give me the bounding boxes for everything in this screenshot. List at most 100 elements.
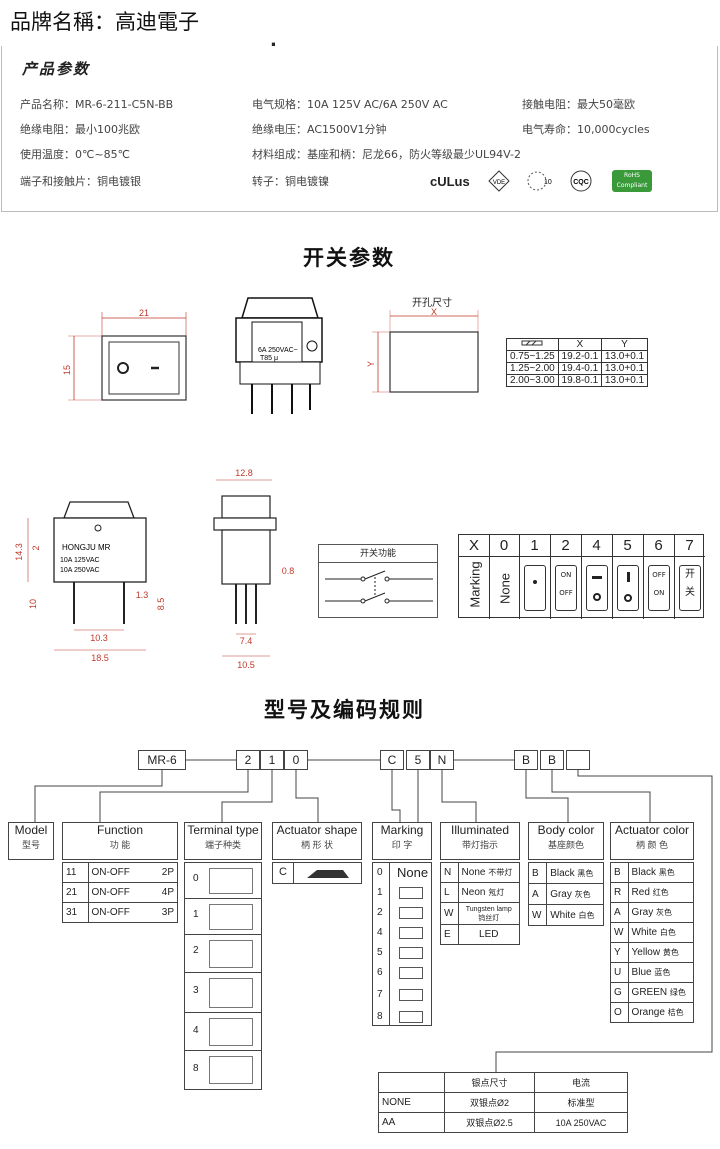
spec-title: 产品参数 [22,60,91,78]
function-box: 开关功能 [318,544,438,618]
marking-none: None [497,572,513,605]
marking-code-5-icon [399,947,423,959]
svg-text:6A 250VAC~: 6A 250VAC~ [258,347,298,354]
dim-width: 21 [139,308,149,318]
vde-icon: VDE [488,170,510,192]
svg-text:1.3: 1.3 [136,590,149,600]
terminal-0-icon [209,868,253,894]
dim-height: 15 [62,365,72,375]
terminal-1-icon [209,904,253,930]
profile-view-drawing: 12.8 0.8 7.4 10.5 [213,468,295,670]
spec-product-name: 产品名称：MR-6-211-C5N-BB [20,98,174,111]
svg-text:10A 125VAC: 10A 125VAC [60,557,100,564]
svg-text:2: 2 [31,545,41,550]
marking-code-1-icon [399,887,423,899]
svg-text:VDE: VDE [493,180,505,186]
svg-text:10.3: 10.3 [90,633,108,643]
svg-text:10.5: 10.5 [237,660,255,670]
switch-3d-drawing: 6A 250VAC~ T85 μ [235,297,323,414]
spec-rotor: 转子：铜电镀镍 [252,175,329,188]
circuit-icon [325,570,433,604]
marking-label: Marking [467,561,483,608]
cutout-drawing: X Y [366,307,479,393]
cqc-icon: CQC [570,170,592,192]
rohs-icon: RoHS Compliant [612,170,652,192]
svg-text:8.5: 8.5 [156,598,166,611]
svg-text:10A 250VAC: 10A 250VAC [60,567,100,574]
svg-text:0.8: 0.8 [282,566,295,576]
table-row: 银点尺寸电流 [378,1072,628,1093]
code-blank [566,750,590,770]
terminal-4-icon [209,1018,253,1046]
terminal-3-icon [209,978,253,1008]
code-n: N [430,750,454,770]
cutout-title: 开孔尺寸 [412,298,452,309]
terminal-2-icon [209,940,253,968]
spec-terminal: 端子和接触片：铜电镀银 [20,175,141,188]
svg-text:10: 10 [544,179,552,186]
svg-text:14.3: 14.3 [14,543,24,561]
spec-insulation-resistance: 绝缘电阻：最小100兆欧 [20,123,140,136]
code-five: 5 [406,750,430,770]
code-connector-lines [34,759,713,1072]
marking-5-icon [617,565,639,611]
spec-box [1,46,718,212]
svg-text:X: X [431,307,437,317]
svg-text:HONGJU MR: HONGJU MR [62,543,111,552]
code-b1: B [514,750,538,770]
dot-mark: . [270,30,277,51]
spec-material: 材料组成：基座和柄：尼龙66，防火等级最少UL94V-2 [252,148,522,161]
terminal-8-icon [209,1056,253,1084]
code-b2: B [540,750,564,770]
rocker-shape-icon [307,870,349,878]
spec-temperature: 使用温度：0℃~85℃ [20,148,130,161]
spec-insulation-voltage: 绝缘电压：AC1500V1分钟 [252,123,387,136]
spec-contact-resistance: 接触电阻：最大50毫欧 [522,98,635,111]
side-view-drawing: HONGJU MR 10A 125VAC 10A 250VAC 14.3 2 1… [14,501,166,663]
code-c: C [380,750,404,770]
coding-title: 型号及编码规则 [264,698,425,722]
marking-none-label: None [397,865,429,880]
svg-text:10: 10 [28,599,38,609]
code-prefix: MR-6 [138,750,186,770]
svg-text:18.5: 18.5 [91,653,109,663]
marking-code-4-icon [399,927,423,939]
ul-icon: cULus [430,174,470,189]
code-d2: 1 [260,750,284,770]
marking-1-icon [524,565,546,611]
svg-text:7.4: 7.4 [240,636,253,646]
marking-4-icon [586,565,608,611]
